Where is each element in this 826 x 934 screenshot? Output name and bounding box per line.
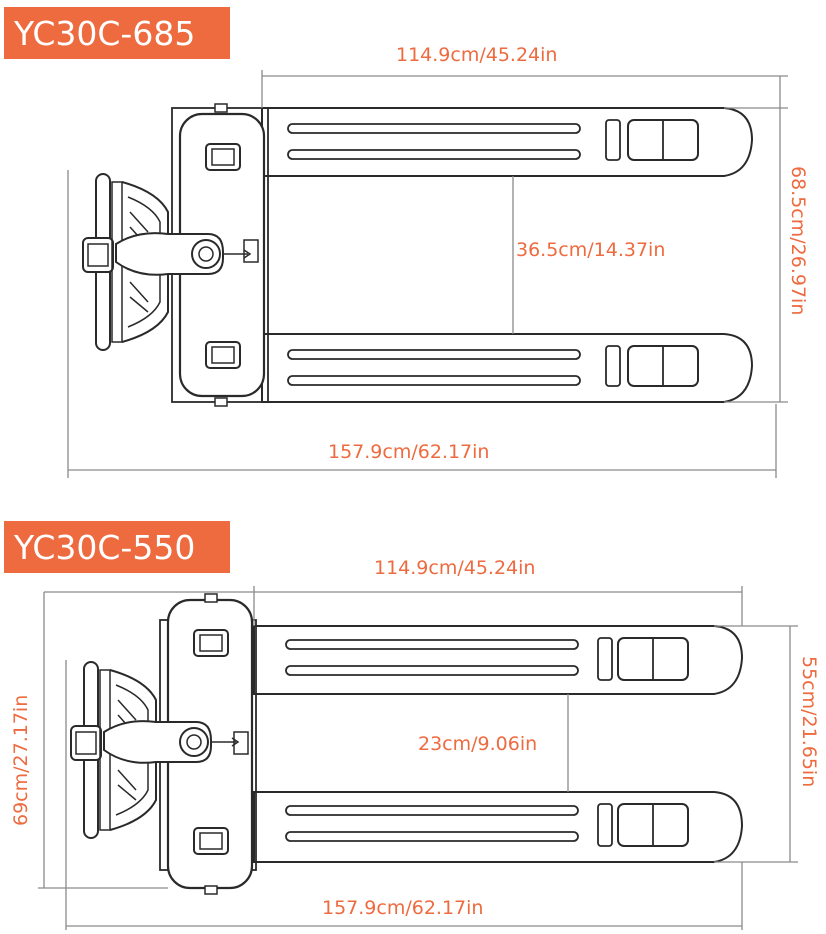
inner-gap-label: 23cm/9.06in [418, 733, 538, 755]
dimension-lines [38, 70, 798, 930]
overall-length-label: 157.9cm/62.17in [322, 897, 484, 919]
truck-yc30c-685 [82, 103, 754, 407]
overall-length-label: 157.9cm/62.17in [328, 441, 490, 463]
model-badge-yc30c-550: YC30C-550 [4, 521, 230, 573]
fork-length-label: 114.9cm/45.24in [396, 44, 558, 66]
overall-width-label: 55cm/21.65in [798, 656, 820, 788]
inner-gap-label: 36.5cm/14.37in [516, 239, 666, 261]
fork-length-label: 114.9cm/45.24in [374, 557, 536, 579]
overall-width-label: 68.5cm/26.97in [787, 166, 809, 316]
model-badge-yc30c-685: YC30C-685 [4, 7, 230, 59]
body-width-label: 69cm/27.17in [10, 694, 32, 826]
truck-yc30c-550 [70, 593, 744, 895]
